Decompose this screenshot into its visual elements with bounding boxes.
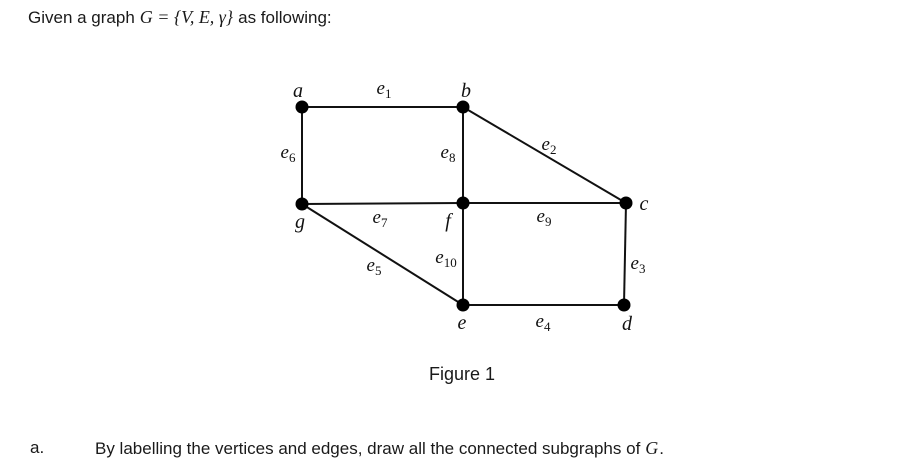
- question-text: By labelling the vertices and edges, dra…: [95, 438, 664, 459]
- vertex-b: [456, 100, 470, 114]
- vertex-e: [456, 298, 470, 312]
- edge-label-e1: e1: [377, 78, 392, 101]
- vertex-c: [619, 196, 633, 210]
- edge-e7: [301, 202, 464, 205]
- title-suffix: as following:: [238, 8, 332, 27]
- vertex-g: [295, 197, 309, 211]
- vertex-label-f: f: [445, 210, 453, 232]
- question-math: G: [645, 438, 659, 458]
- vertex-label-d: d: [622, 313, 633, 335]
- figure-caption: Figure 1: [429, 364, 496, 384]
- edge-label-e7: e7: [373, 207, 388, 230]
- edge-e5: [301, 203, 464, 306]
- vertex-a: [295, 100, 309, 114]
- question: a. By labelling the vertices and edges, …: [0, 438, 911, 462]
- vertex-label-g: g: [295, 211, 305, 233]
- vertex-f: [456, 196, 470, 210]
- vertex-label-a: a: [293, 80, 303, 102]
- title-prefix: Given a graph: [28, 8, 135, 27]
- title-math: G = {V, E, γ}: [139, 7, 234, 27]
- vertex-label-e: e: [458, 312, 467, 334]
- edge-label-e8: e8: [441, 142, 456, 165]
- edge-e3: [623, 202, 627, 306]
- edge-label-e5: e5: [367, 255, 382, 278]
- question-item-label: a.: [30, 438, 45, 457]
- edge-label-e2: e2: [542, 134, 557, 157]
- vertex-label-c: c: [640, 193, 649, 215]
- question-suffix: .: [659, 439, 665, 458]
- edge-label-e3: e3: [631, 253, 646, 276]
- edge-e2: [462, 106, 627, 204]
- edge-label-e6: e6: [281, 142, 296, 165]
- question-text-main: By labelling the vertices and edges, dra…: [95, 439, 641, 458]
- edge-label-e9: e9: [537, 206, 552, 229]
- edge-label-e10: e10: [435, 247, 456, 270]
- vertex-d: [617, 298, 631, 312]
- vertex-label-b: b: [461, 80, 471, 102]
- edge-label-e4: e4: [536, 311, 551, 334]
